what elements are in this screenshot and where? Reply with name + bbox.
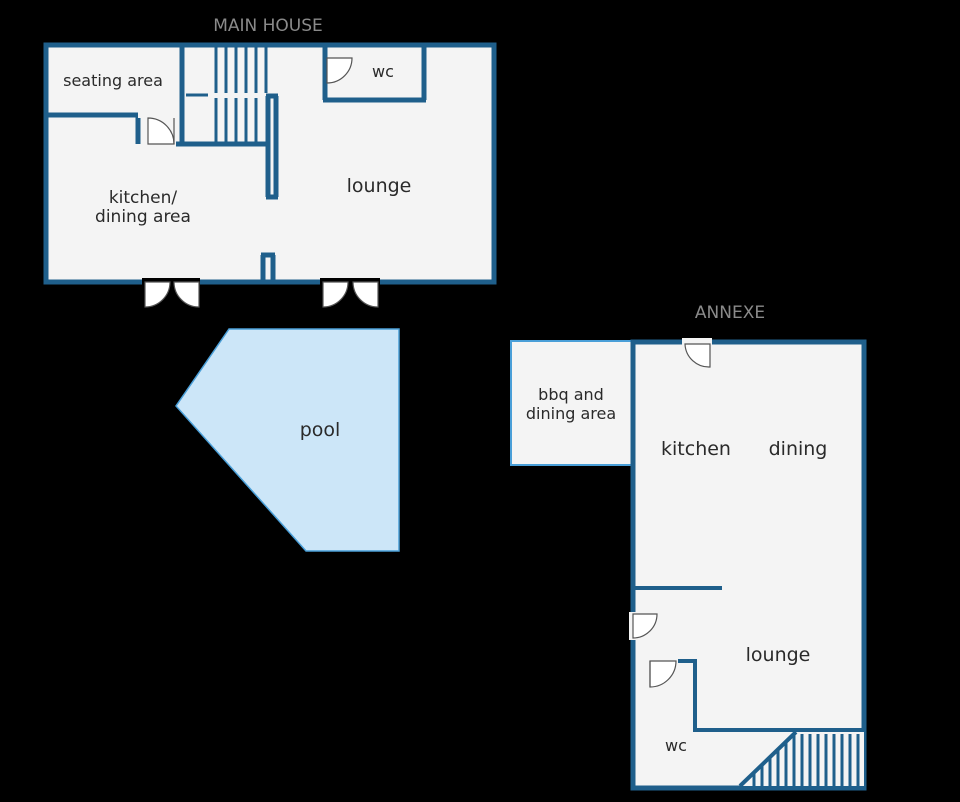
french-door-right-icon xyxy=(322,281,349,308)
annexe-interior-walls xyxy=(635,586,864,732)
annexe-staircase xyxy=(738,730,864,788)
kitchen-label-line2: dining area xyxy=(95,207,191,227)
pool-shape xyxy=(175,328,400,552)
bbq-label-line1: bbq and xyxy=(538,385,604,404)
annexe-kitchen-label: kitchen xyxy=(661,438,731,460)
french-door-right-icon xyxy=(352,281,379,308)
bbq-area-outline xyxy=(510,340,633,466)
main-wc-label: wc xyxy=(372,62,394,81)
wc-door-icon xyxy=(326,57,353,84)
annexe-wc-label: wc xyxy=(665,736,687,755)
annexe: bbq and dining area kitchen dining loung… xyxy=(510,338,867,791)
annexe-dining-label: dining xyxy=(769,438,828,460)
kitchen-label-line1: kitchen/ xyxy=(109,188,178,208)
annexe-entry-door-icon xyxy=(684,343,711,368)
annexe-title: ANNEXE xyxy=(695,303,765,323)
french-door-left-icon xyxy=(144,281,171,308)
main-house: seating area wc kitchen/ dining area lou… xyxy=(43,42,497,308)
annexe-side-door-icon xyxy=(632,613,658,639)
annexe-wc-door-icon xyxy=(649,660,677,688)
main-house-title: MAIN HOUSE xyxy=(213,16,323,36)
main-lounge-label: lounge xyxy=(347,175,412,197)
bbq-label-line2: dining area xyxy=(526,404,616,423)
pool-label: pool xyxy=(300,419,341,441)
annexe-outline xyxy=(630,339,867,791)
annexe-lounge-label: lounge xyxy=(746,644,811,666)
annexe-doors xyxy=(629,338,712,688)
french-door-left-icon xyxy=(173,281,200,308)
seating-area-label: seating area xyxy=(63,71,163,90)
main-house-doors xyxy=(138,57,380,308)
main-house-staircase xyxy=(186,47,268,142)
main-house-interior-walls xyxy=(46,45,427,282)
pool: pool xyxy=(175,328,400,552)
